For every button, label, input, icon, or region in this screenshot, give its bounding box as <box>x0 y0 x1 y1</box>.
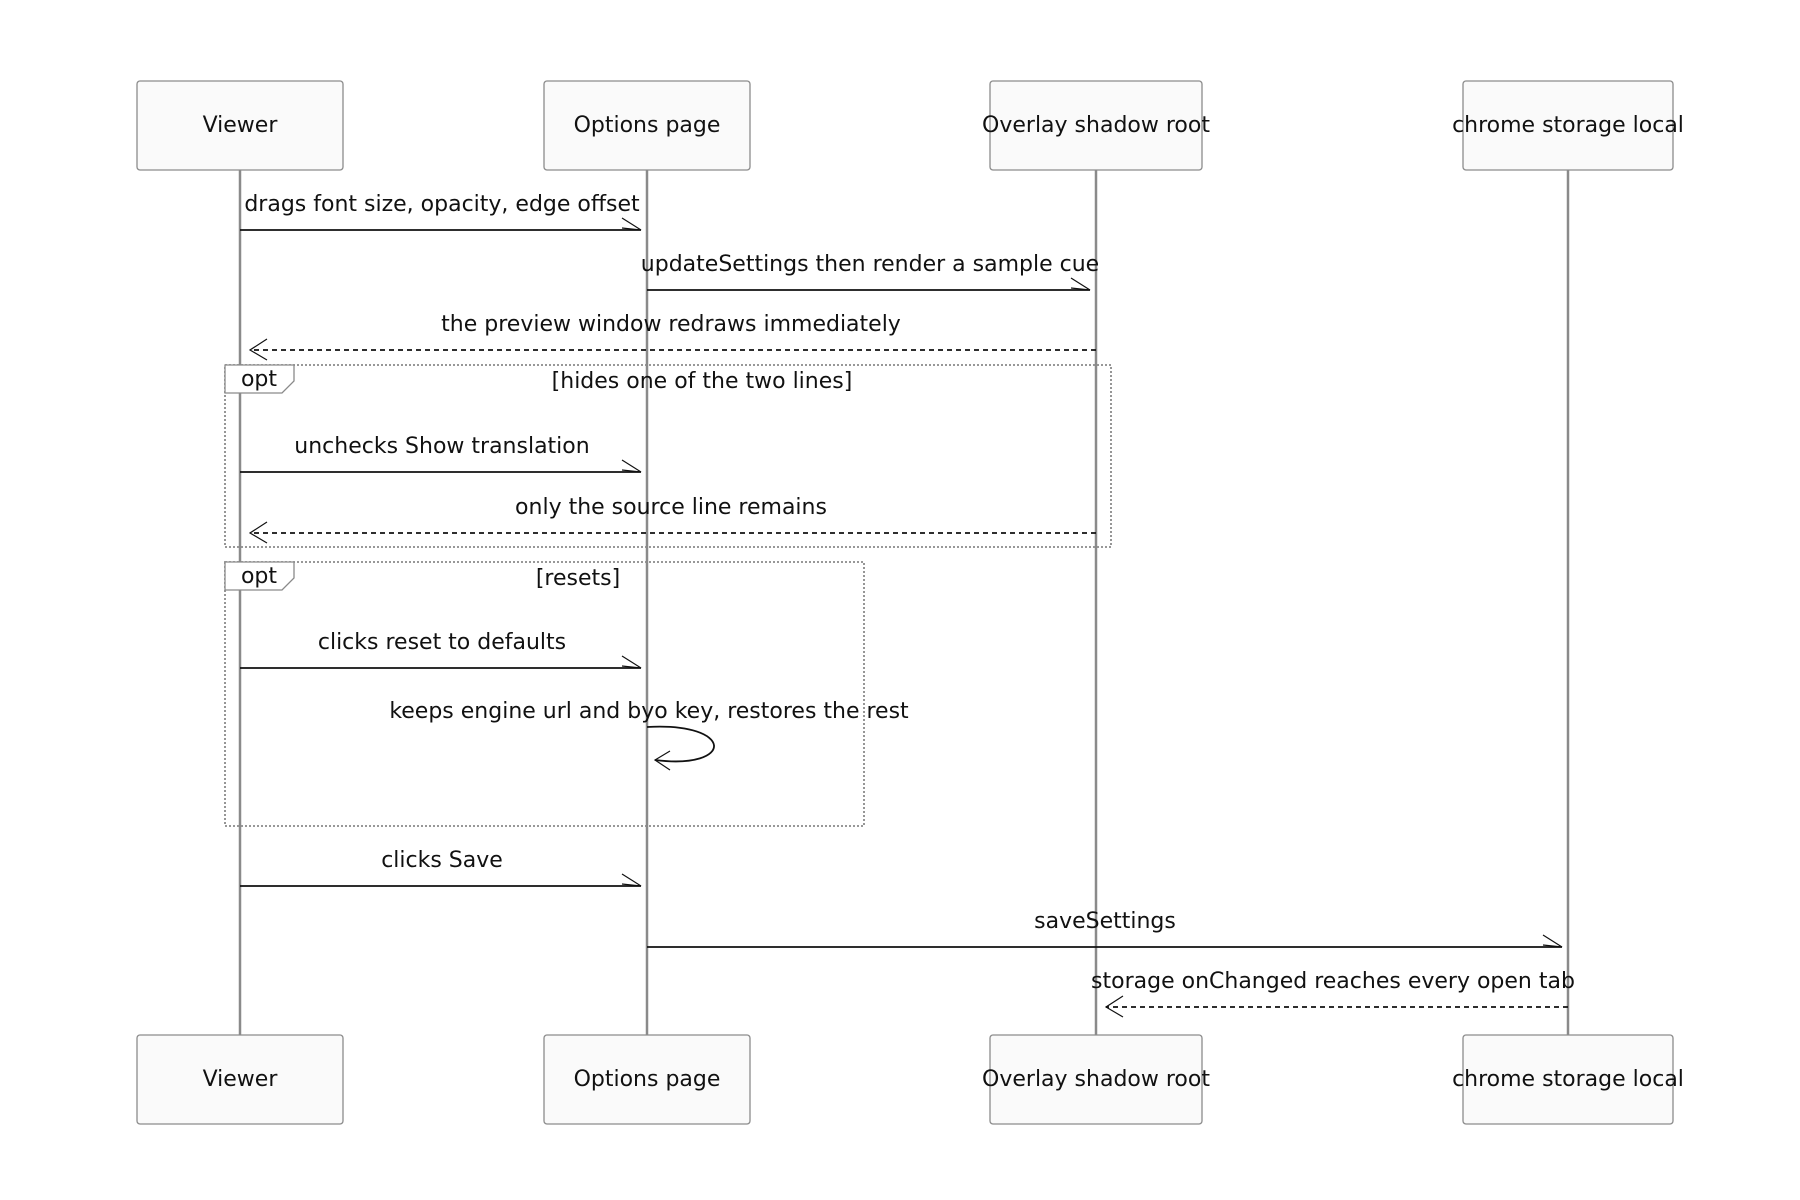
actor-bottom-chrome-storage-local: chrome storage local <box>1452 1034 1684 1125</box>
message-unchecks-show-translation-label: unchecks Show translation <box>294 434 589 459</box>
frame-opt-resets-condition: [resets] <box>536 566 620 591</box>
frame-opt-resets: opt [resets] <box>224 561 865 827</box>
message-storage-onchanged: storage onChanged reaches every open tab <box>1091 969 1575 1018</box>
actor-bottom-viewer-label: Viewer <box>203 1067 279 1092</box>
actor-top-viewer-label: Viewer <box>203 113 279 138</box>
message-source-line-remains-label: only the source line remains <box>515 495 827 520</box>
actor-top-chrome-storage-local: chrome storage local <box>1452 80 1684 171</box>
message-storage-onchanged-label: storage onChanged reaches every open tab <box>1091 969 1575 994</box>
actor-top-chrome-storage-local-label: chrome storage local <box>1452 113 1684 138</box>
message-clicks-reset-label: clicks reset to defaults <box>318 630 566 655</box>
message-update-settings: updateSettings then render a sample cue <box>641 252 1099 291</box>
message-clicks-save: clicks Save <box>240 848 642 887</box>
actor-top-overlay-shadow-root-label: Overlay shadow root <box>982 113 1210 138</box>
message-keeps-engine-url-label: keeps engine url and byo key, restores t… <box>389 699 909 724</box>
message-drags-font-size: drags font size, opacity, edge offset <box>240 192 642 231</box>
message-clicks-save-label: clicks Save <box>381 848 503 873</box>
frame-opt-hides-line: opt [hides one of the two lines] <box>224 364 1112 548</box>
message-preview-redraws-label: the preview window redraws immediately <box>441 312 901 337</box>
message-source-line-remains: only the source line remains <box>248 495 1096 544</box>
message-save-settings-label: saveSettings <box>1034 909 1176 934</box>
actor-top-viewer: Viewer <box>136 80 344 171</box>
frame-opt-resets-tag: opt <box>241 564 277 589</box>
message-unchecks-show-translation: unchecks Show translation <box>240 434 642 473</box>
message-keeps-engine-url: keeps engine url and byo key, restores t… <box>389 699 909 771</box>
actor-bottom-options-page-label: Options page <box>574 1067 721 1092</box>
actor-bottom-overlay-shadow-root-label: Overlay shadow root <box>982 1067 1210 1092</box>
message-preview-redraws: the preview window redraws immediately <box>248 312 1096 361</box>
actor-top-overlay-shadow-root: Overlay shadow root <box>982 80 1210 171</box>
frame-opt-hides-line-tag: opt <box>241 367 277 392</box>
actor-bottom-options-page: Options page <box>543 1034 751 1125</box>
message-save-settings: saveSettings <box>647 909 1563 948</box>
message-update-settings-label: updateSettings then render a sample cue <box>641 252 1099 277</box>
message-clicks-reset: clicks reset to defaults <box>240 630 642 669</box>
message-drags-font-size-label: drags font size, opacity, edge offset <box>244 192 640 217</box>
actor-bottom-chrome-storage-local-label: chrome storage local <box>1452 1067 1684 1092</box>
actor-bottom-overlay-shadow-root: Overlay shadow root <box>982 1034 1210 1125</box>
actor-bottom-viewer: Viewer <box>136 1034 344 1125</box>
actor-top-options-page: Options page <box>543 80 751 171</box>
actor-top-options-page-label: Options page <box>574 113 721 138</box>
frame-opt-hides-line-condition: [hides one of the two lines] <box>552 369 853 394</box>
